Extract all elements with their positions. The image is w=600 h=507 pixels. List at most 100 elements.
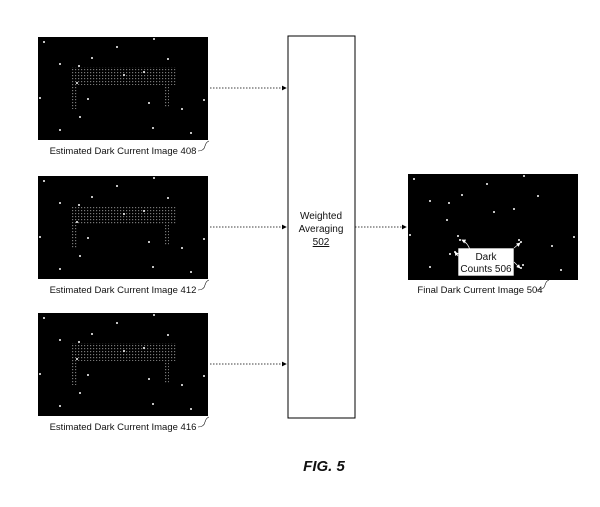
callout-line2: Counts 506 xyxy=(460,264,512,275)
dark-count-pixel xyxy=(493,211,495,213)
dark-count-pixel xyxy=(573,236,575,238)
dark-count-pixel xyxy=(116,322,118,324)
dark-count-pixel xyxy=(167,58,169,60)
dark-count-pixel xyxy=(152,266,154,268)
callout-arrow xyxy=(513,242,521,249)
dark-count-pixel xyxy=(59,405,61,407)
dark-count-pixel xyxy=(153,314,155,316)
dark-count-pixel xyxy=(429,266,431,268)
dark-count-pixel xyxy=(153,38,155,40)
input-image-label: Estimated Dark Current Image 416 xyxy=(50,422,197,433)
dark-count-pixel xyxy=(203,99,205,101)
dark-count-pixel xyxy=(409,234,411,236)
dark-count-pixel xyxy=(87,374,89,376)
dark-count-pixel xyxy=(78,341,80,343)
dark-count-pixel xyxy=(148,378,150,380)
dark-count-pixel xyxy=(446,219,448,221)
dark-count-pixel xyxy=(181,247,183,249)
dark-count-pixel xyxy=(190,408,192,410)
dark-count-pixel xyxy=(59,63,61,65)
dark-count-pixel xyxy=(448,202,450,204)
dark-count-pixel xyxy=(59,339,61,341)
dark-count-pixel xyxy=(522,264,524,266)
leader-line xyxy=(535,279,550,291)
dark-count-pixel xyxy=(523,175,525,177)
process-label-line1: Weighted xyxy=(300,211,342,222)
dark-count-pixel xyxy=(152,403,154,405)
dark-count-pixel xyxy=(167,334,169,336)
leader-line xyxy=(197,279,210,291)
dark-count-pixel xyxy=(148,241,150,243)
dark-count-pixel xyxy=(91,57,93,59)
dark-count-pixel xyxy=(457,235,459,237)
dark-count-pixel xyxy=(190,132,192,134)
dark-count-pixel xyxy=(116,46,118,48)
estimated-dark-current-image xyxy=(38,313,208,416)
dark-count-pixel xyxy=(91,333,93,335)
dark-count-pixel xyxy=(78,204,80,206)
dark-count-pixel xyxy=(152,127,154,129)
dark-count-pixel xyxy=(513,208,515,210)
dark-count-pixel xyxy=(143,71,145,73)
estimated-dark-current-image xyxy=(38,176,208,279)
dark-count-pixel xyxy=(560,269,562,271)
dark-count-pixel xyxy=(203,375,205,377)
process-label-line2: Averaging xyxy=(299,224,344,235)
dark-count-pixel xyxy=(190,271,192,273)
dark-count-pixel xyxy=(486,183,488,185)
dark-count-pixel xyxy=(153,177,155,179)
dark-count-pixel xyxy=(123,350,125,352)
dark-count-pixel xyxy=(413,178,415,180)
dark-count-pixel xyxy=(167,197,169,199)
dark-count-pixel xyxy=(429,200,431,202)
dark-count-pixel xyxy=(39,373,41,375)
dark-count-pixel xyxy=(143,347,145,349)
dark-count-pixel xyxy=(181,384,183,386)
callout-arrow xyxy=(461,239,471,251)
dark-count-pixel xyxy=(449,253,451,255)
dark-count-pixel xyxy=(43,317,45,319)
final-image-label: Final Dark Current Image 504 xyxy=(417,285,542,296)
dark-count-pixel xyxy=(39,97,41,99)
dark-count-pixel xyxy=(78,65,80,67)
figure-caption: FIG. 5 xyxy=(303,458,345,475)
dark-count-pixel xyxy=(79,255,81,257)
dark-count-pixel xyxy=(76,221,78,223)
callout-arrow xyxy=(454,251,459,257)
final-dark-current-image: Dark Counts 506 xyxy=(408,174,578,280)
dark-count-pixel xyxy=(123,74,125,76)
dark-count-pixel xyxy=(461,194,463,196)
dark-count-pixel xyxy=(551,245,553,247)
dark-count-pixel xyxy=(123,213,125,215)
process-ref: 502 xyxy=(313,237,330,248)
callout-arrow xyxy=(513,261,521,269)
dark-count-pixel xyxy=(43,180,45,182)
dark-count-pixel xyxy=(59,129,61,131)
dark-count-pixel xyxy=(76,358,78,360)
dark-count-pixel xyxy=(87,98,89,100)
callout-line1: Dark xyxy=(475,252,497,263)
dark-count-pixel xyxy=(59,268,61,270)
leader-line xyxy=(197,416,210,428)
dark-counts-callout xyxy=(457,247,515,277)
input-image-label: Estimated Dark Current Image 412 xyxy=(50,285,197,296)
dark-count-pixel xyxy=(76,82,78,84)
dark-count-pixel xyxy=(143,210,145,212)
dark-count-pixel xyxy=(116,185,118,187)
estimated-dark-current-image xyxy=(38,37,208,140)
dark-count-pixel xyxy=(181,108,183,110)
input-image-label: Estimated Dark Current Image 408 xyxy=(50,146,197,157)
dark-count-pixel xyxy=(87,237,89,239)
dark-count-pixel xyxy=(518,239,520,241)
dark-count-pixel xyxy=(91,196,93,198)
dark-count-pixel xyxy=(537,195,539,197)
dark-count-pixel xyxy=(148,102,150,104)
dark-count-pixel xyxy=(59,202,61,204)
dark-count-pixel xyxy=(79,116,81,118)
leader-line xyxy=(197,140,210,152)
dark-count-pixel xyxy=(203,238,205,240)
dark-count-pixel xyxy=(39,236,41,238)
dark-count-pixel xyxy=(79,392,81,394)
